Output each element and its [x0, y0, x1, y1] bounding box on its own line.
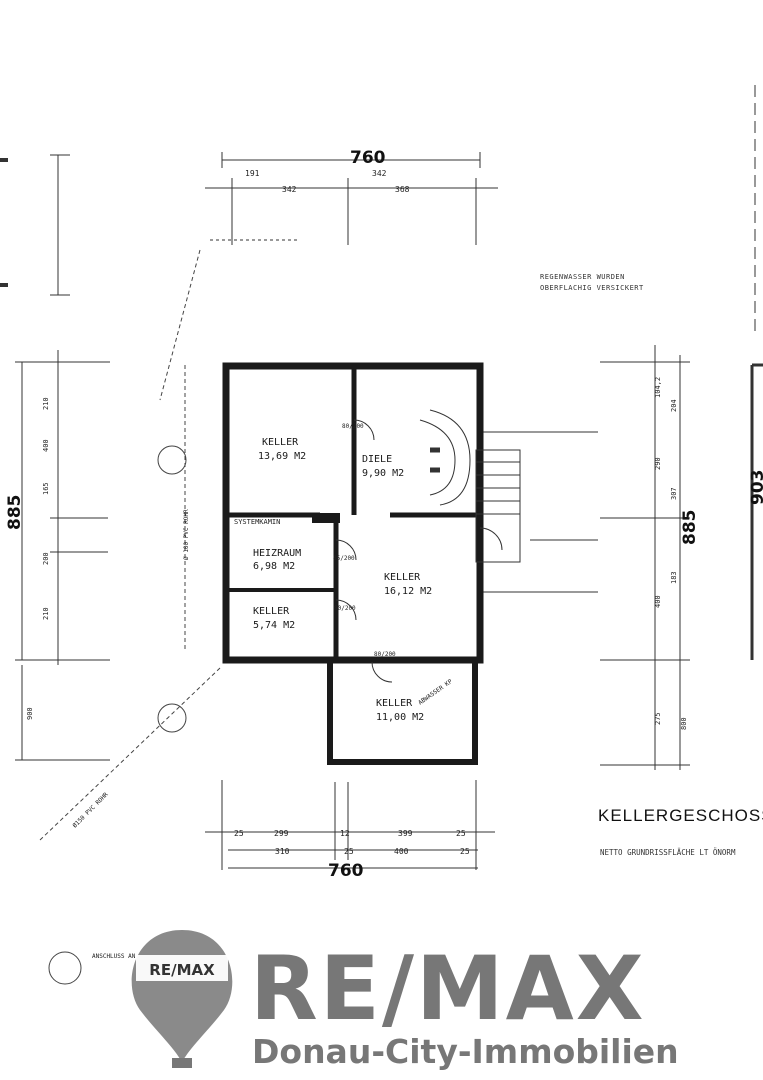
left-dim-6: 210	[42, 607, 50, 620]
room-heizraum-name: HEIZRAUM	[253, 548, 301, 559]
left-dim-1: 210	[42, 397, 50, 410]
left-upper-dims	[0, 154, 70, 296]
left-dim-8: 900	[26, 707, 34, 720]
top-sub-dim-4: 368	[395, 185, 410, 194]
room-keller-4-name: KELLER	[376, 698, 413, 709]
right-dim-6: 400	[654, 595, 662, 608]
right-depth-label: 885	[680, 510, 700, 546]
room-keller-1-area: 13,69 M2	[258, 451, 306, 462]
right-dim-1: 104,2	[654, 377, 662, 398]
left-dim-5: 200	[42, 552, 50, 565]
left-dimension	[15, 350, 110, 761]
door-label-3: 80/200	[334, 605, 356, 612]
building-walls	[222, 362, 484, 765]
left-depth-label: 885	[5, 495, 25, 531]
room-diele-name: DIELE	[362, 454, 392, 465]
door-label-2: 85/200	[333, 555, 355, 562]
door-label-4: 80/200	[374, 651, 396, 658]
room-keller-1-name: KELLER	[262, 437, 299, 448]
right-dim-2: 204	[670, 399, 678, 412]
top-sub-dim-1: 191	[245, 169, 260, 178]
room-keller-3-area: 5,74 M2	[253, 620, 295, 631]
abwasser-label: ABWASSER KP	[417, 678, 454, 707]
bottom-upper-dim-1: 25	[234, 829, 244, 838]
right-dimension	[480, 85, 763, 770]
right-dim-3: 290	[654, 457, 662, 470]
left-dim-2: 400	[42, 439, 50, 452]
plan-title: KELLERGESCHOSS	[598, 806, 763, 825]
bottom-upper-dim-2: 299	[274, 829, 289, 838]
room-keller-2-name: KELLER	[384, 572, 421, 583]
right-dim-7: 275	[654, 712, 662, 725]
note-line-2: OBERFLACHIG VERSICKERT	[540, 284, 644, 292]
remax-balloon-logo	[131, 930, 233, 1068]
bottom-lower-dim-3: 400	[394, 847, 409, 856]
room-heizraum-area: 6,98 M2	[253, 561, 295, 572]
door-swings	[335, 419, 503, 683]
rohr-label: Ø150 PVC ROHR	[71, 791, 109, 829]
right-dim-8: 800	[680, 717, 688, 730]
note-line-1: REGENWASSER WURDEN	[540, 273, 625, 281]
room-keller-2-area: 16,12 M2	[384, 586, 432, 597]
right-dim-4: 307	[670, 487, 678, 500]
top-sub-dim-3: 342	[372, 169, 387, 178]
bottom-lower-dim-2: 25	[344, 847, 354, 856]
office-name: Donau-City-Immobilien	[252, 1032, 679, 1071]
systemkamin-label: SYSTEMKAMIN	[234, 518, 280, 526]
bottom-lower-dim-4: 25	[460, 847, 470, 856]
balloon-label: RE/MAX	[149, 961, 215, 979]
top-width-label: 760	[350, 148, 386, 168]
plan-subtitle: NETTO GRUNDRISSFLÄCHE LT ÖNORM	[600, 848, 736, 857]
pipe-lines	[39, 249, 221, 985]
door-label-1: 80/200	[342, 423, 364, 430]
bottom-upper-dim-5: 25	[456, 829, 466, 838]
left-dim-3: 165	[42, 482, 50, 495]
bottom-width-label: 760	[328, 861, 364, 881]
bottom-upper-dim-4: 399	[398, 829, 413, 838]
room-diele-area: 9,90 M2	[362, 468, 404, 479]
rainwater-note: REGENWASSER WURDEN OBERFLACHIG VERSICKER…	[540, 272, 644, 294]
remax-wordmark: RE/MAX	[250, 937, 646, 1040]
room-keller-3-name: KELLER	[253, 606, 290, 617]
pfosten-label: Ø 100 PVC ROHR	[183, 509, 190, 560]
room-keller-4-area: 11,00 M2	[376, 712, 424, 723]
right-dim-5: 183	[670, 571, 678, 584]
bottom-lower-dim-1: 310	[275, 847, 290, 856]
top-sub-dim-2: 342	[282, 185, 297, 194]
anschluss-label: ANSCHLUSS AN ORTSKANAL	[92, 953, 172, 960]
bottom-upper-dim-3: 12	[340, 829, 350, 838]
top-dimension	[205, 152, 498, 245]
bottom-dimension	[205, 780, 495, 870]
staircase	[419, 409, 521, 563]
other-building-depth: 903	[748, 470, 763, 506]
